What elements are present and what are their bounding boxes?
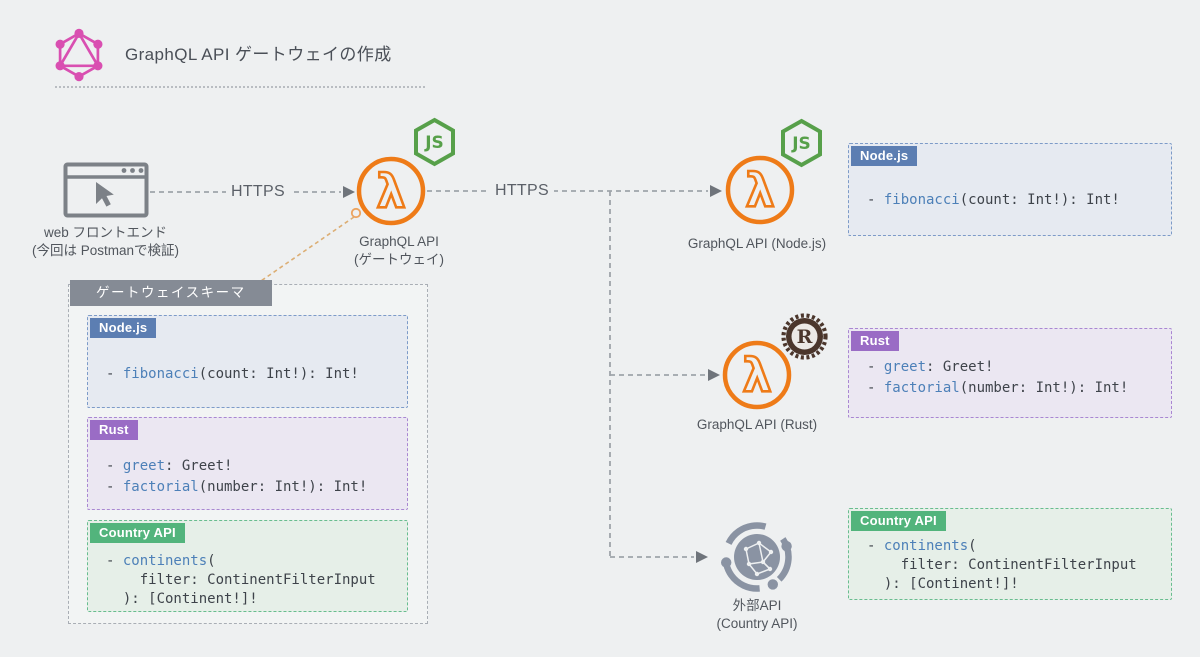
schema-box-nodejs-right: Node.js - fibonacci(count: Int!): Int! (848, 143, 1172, 236)
frontend-label-line2: (今回は Postmanで検証) (31, 243, 180, 258)
edge-label-https-right: HTTPS (490, 182, 554, 200)
external-api-globe-icon (721, 522, 792, 592)
schema-box-country-right: Country API - continents( filter: Contin… (848, 508, 1172, 600)
arrowheads (343, 185, 722, 563)
schema-box-tab-nodejs: Node.js (851, 146, 918, 166)
svg-text:λ: λ (376, 164, 405, 218)
gateway-label-line2: (ゲートウェイ) (354, 252, 444, 267)
gateway-label: GraphQL API (ゲートウェイ) (320, 233, 478, 269)
gateway-schema-label: ゲートウェイスキーマ (70, 280, 272, 306)
frontend-label: web フロントエンド (今回は Postmanで検証) (8, 224, 203, 260)
code-line-return: ): [Continent!]! (883, 576, 1019, 592)
svg-text:λ: λ (742, 348, 771, 402)
schema-box-tab-rust: Rust (90, 420, 138, 440)
schema-box-rust-left: Rust - greet: Greet! - factorial(number:… (87, 417, 408, 510)
code-line-filter: filter: ContinentFilterInput (139, 572, 376, 588)
schema-box-tab-country: Country API (90, 523, 185, 543)
rust-service-label: GraphQL API (Rust) (696, 417, 818, 432)
cursor-arrow-icon (96, 182, 114, 207)
svg-text:JS: JS (424, 133, 444, 153)
external-api-label: 外部API (Country API) (682, 597, 832, 633)
rust-gear-badge-icon: R (781, 313, 828, 360)
code-line-factorial: - factorial(number: Int!): Int! (106, 479, 368, 495)
schema-box-rust-right: Rust - greet: Greet! - factorial(number:… (848, 328, 1172, 418)
external-api-label-line2: (Country API) (716, 616, 798, 631)
svg-text:JS: JS (791, 134, 811, 154)
edge-label-https-left: HTTPS (226, 183, 290, 201)
nodejs-service-label: GraphQL API (Node.js) (687, 236, 827, 251)
wire-gateway-to-schema (257, 216, 355, 284)
aws-lambda-icon-rust: λ (722, 340, 792, 410)
schema-box-tab-nodejs: Node.js (90, 318, 157, 338)
aws-lambda-icon-nodejs: λ (725, 155, 795, 225)
external-api-label-line1: 外部API (732, 598, 782, 613)
nodejs-hexagon-badge-icon: JS (414, 117, 455, 167)
schema-box-tab-country: Country API (851, 511, 946, 531)
schema-box-tab-rust: Rust (851, 331, 899, 351)
code-line-fibonacci: - fibonacci(count: Int!): Int! (106, 366, 359, 382)
svg-text:R: R (797, 326, 813, 348)
graphql-logo-icon (55, 28, 103, 82)
title-divider (55, 86, 425, 88)
schema-box-country-left: Country API - continents( filter: Contin… (87, 520, 408, 612)
code-line-return: ): [Continent!]! (122, 591, 258, 607)
code-line-factorial: - factorial(number: Int!): Int! (867, 380, 1129, 396)
code-line-greet: - greet: Greet! (106, 458, 233, 474)
browser-window-icon (63, 162, 149, 218)
page-title: GraphQL API ゲートウェイの作成 (125, 45, 392, 64)
code-line-greet: - greet: Greet! (867, 359, 994, 375)
code-line-continents: - continents( (867, 538, 977, 554)
svg-text:λ: λ (745, 163, 774, 217)
code-line-continents: - continents( (106, 553, 216, 569)
frontend-label-line1: web フロントエンド (43, 225, 168, 240)
nodejs-hexagon-badge-icon: JS (781, 118, 822, 168)
gateway-label-line1: GraphQL API (359, 234, 439, 249)
code-line-fibonacci: - fibonacci(count: Int!): Int! (867, 192, 1120, 208)
code-line-filter: filter: ContinentFilterInput (900, 557, 1137, 573)
schema-box-nodejs-left: Node.js - fibonacci(count: Int!): Int! (87, 315, 408, 408)
schema-anchor-dot (350, 207, 362, 219)
aws-lambda-icon-gateway: λ (356, 156, 426, 226)
